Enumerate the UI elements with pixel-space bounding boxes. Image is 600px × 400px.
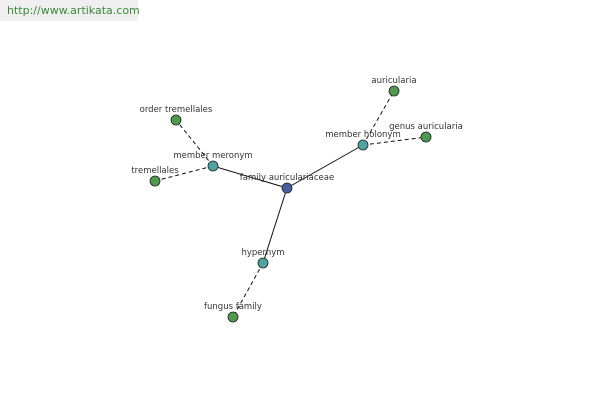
edge-center-member-holonym: [286, 144, 364, 189]
edge-hypernym-fungus-family: [232, 262, 264, 318]
label-fungus-family[interactable]: fungus family: [204, 302, 262, 312]
labels-layer: family auriculariaceae member meronym me…: [131, 76, 463, 312]
label-member-meronym[interactable]: member meronym: [173, 151, 252, 161]
node-order-tremellales[interactable]: [170, 114, 182, 126]
edge-center-member-meronym: [212, 165, 288, 189]
nodes-layer: [149, 85, 432, 323]
label-hypernym[interactable]: hypernym: [241, 248, 284, 258]
label-family-auriculariaceae[interactable]: family auriculariaceae: [240, 173, 334, 183]
edge-member-holonym-auricularia: [362, 90, 395, 146]
node-member-holonym[interactable]: [357, 139, 369, 151]
label-tremellales[interactable]: tremellales: [131, 166, 179, 176]
node-member-meronym[interactable]: [207, 160, 219, 172]
edges-layer: [154, 90, 427, 318]
node-fungus-family[interactable]: [227, 311, 239, 323]
site-url-banner[interactable]: http://www.artikata.com: [0, 0, 140, 21]
edge-member-holonym-genus-auricularia: [362, 136, 427, 146]
label-genus-auricularia[interactable]: genus auricularia: [389, 122, 463, 132]
node-auricularia[interactable]: [388, 85, 400, 97]
label-member-holonym[interactable]: member holonym: [325, 130, 400, 140]
label-auricularia[interactable]: auricularia: [371, 76, 416, 86]
node-hypernym[interactable]: [257, 257, 269, 269]
node-tremellales[interactable]: [149, 175, 161, 187]
edge-member-meronym-tremellales: [154, 165, 214, 182]
edge-member-meronym-order-tremellales: [175, 119, 214, 167]
label-order-tremellales[interactable]: order tremellales: [140, 105, 213, 115]
edge-center-hypernym: [262, 187, 288, 264]
node-genus-auricularia[interactable]: [420, 131, 432, 143]
node-family-auriculariaceae[interactable]: [281, 182, 293, 194]
